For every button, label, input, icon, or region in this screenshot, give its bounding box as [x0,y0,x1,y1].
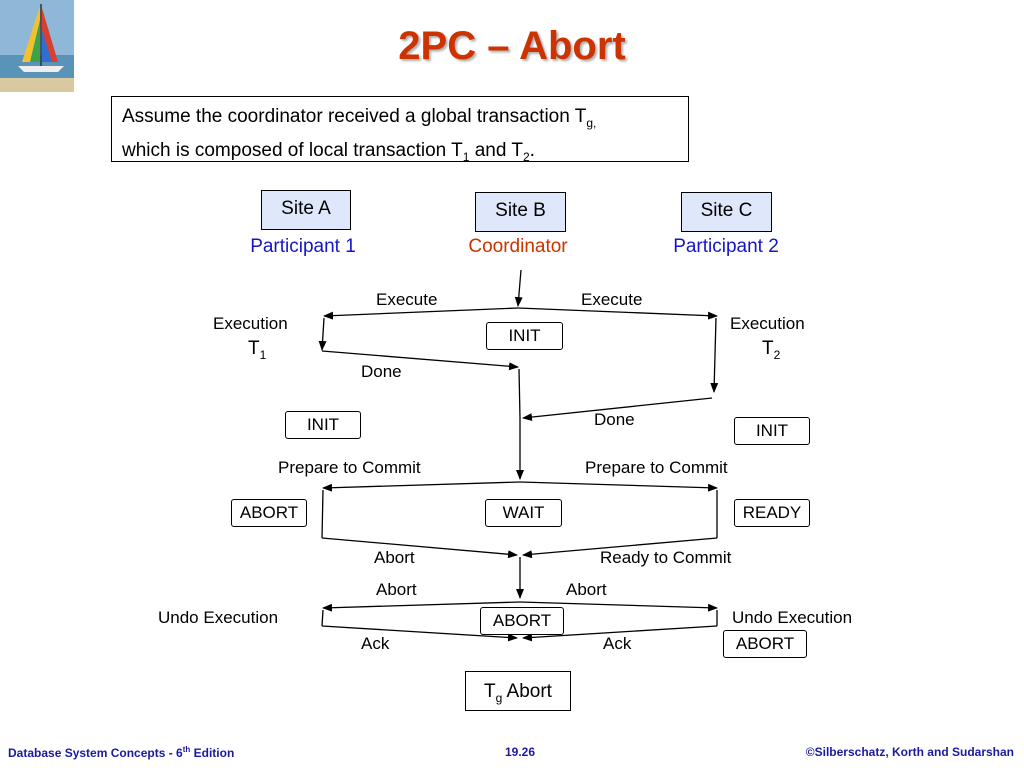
execute-left-arrow [323,307,519,320]
abort-right-arrow [519,601,718,612]
participant-1-label: Participant 1 [250,236,356,257]
ack-left-label: Ack [361,634,390,653]
site-a-vote-line [321,489,324,539]
abort-vote-arrow [321,537,518,559]
assumption-line2: which is composed of local transaction T [122,139,463,161]
tg-sub: g [495,690,503,705]
done-a-arrow [321,350,519,371]
assumption-period: . [529,139,535,161]
footer-left-suffix: Edition [190,746,235,760]
prepare-left-arrow [322,481,521,492]
site-c-init-state: INIT [734,417,810,445]
undo-right-label: Undo Execution [732,608,853,627]
done-c-arrow [522,397,713,422]
t2-letter: T [762,338,774,359]
ready-vote-label: Ready to Commit [600,548,732,567]
site-a-init-state: INIT [285,411,361,439]
t1-subscript: 1 [462,149,470,164]
footer-left-sup: th [182,745,191,754]
ack-right-label: Ack [603,634,632,653]
site-c-ready-state: READY [734,499,810,527]
undo-a-line [321,609,324,627]
footer-book-title: Database System Concepts - 6th Edition [8,745,234,760]
site-c-abort-state: ABORT [723,630,807,658]
participant-2-label: Participant 2 [673,236,779,257]
coordinator-start-arrow [514,269,523,307]
site-c-box: Site C [681,192,772,232]
execute-left-label: Execute [376,290,438,309]
coordinator-abort-state: ABORT [480,607,564,635]
done-left-label: Done [361,362,402,381]
t2-sub: 2 [773,347,781,362]
done-right-label: Done [594,410,635,429]
site-a-abort-state: ABORT [231,499,307,527]
coordinator-init-state: INIT [486,322,563,350]
t1-label: T1 [248,338,266,362]
prepare-left-label: Prepare to Commit [278,458,421,477]
coordinator-wait-line [518,368,521,419]
footer-slide-number: 19.26 [504,745,536,759]
abort-vote-label: Abort [374,548,415,567]
tg-abort-text: Abort [502,681,552,702]
t1-letter: T [248,338,260,359]
execute-right-label: Execute [581,290,643,309]
execution-c-arrow [710,317,719,393]
tg-abort-box: Tg Abort [465,671,571,711]
t1-sub: 1 [259,347,267,362]
execute-right-arrow [517,307,718,320]
prepare-right-arrow [519,481,718,492]
ack-right-arrow [522,625,718,642]
abort-right-label: Abort [566,580,607,599]
execution-right-label: Execution [730,314,805,333]
assumption-box: Assume the coordinator received a global… [111,96,689,164]
coordinator-wait-state: WAIT [485,499,562,527]
site-a-box: Site A [261,190,351,230]
ack-left-arrow [321,625,518,642]
abort-left-label: Abort [376,580,417,599]
assumption-and: and T [469,139,523,161]
coordinator-label: Coordinator [468,236,568,257]
prepare-right-label: Prepare to Commit [585,458,728,477]
assumption-line1: Assume the coordinator received a global… [122,106,587,127]
sailboat-logo [0,0,74,92]
execution-a-arrow [318,317,327,351]
slide-title: 2PC – Abort [398,24,626,68]
abort-left-arrow [322,601,521,612]
site-b-box: Site B [475,192,566,232]
footer-left-prefix: Database System Concepts - 6 [8,746,183,760]
t2-label: T2 [762,338,780,362]
t2-subscript: 2 [522,149,530,164]
execution-left-label: Execution [213,314,288,333]
undo-left-label: Undo Execution [158,608,279,627]
ready-vote-arrow [522,537,718,559]
footer-copyright: ©Silberschatz, Korth and Sudarshan [805,745,1014,759]
tg-letter: T [484,681,496,702]
tg-subscript: g, [586,115,597,130]
